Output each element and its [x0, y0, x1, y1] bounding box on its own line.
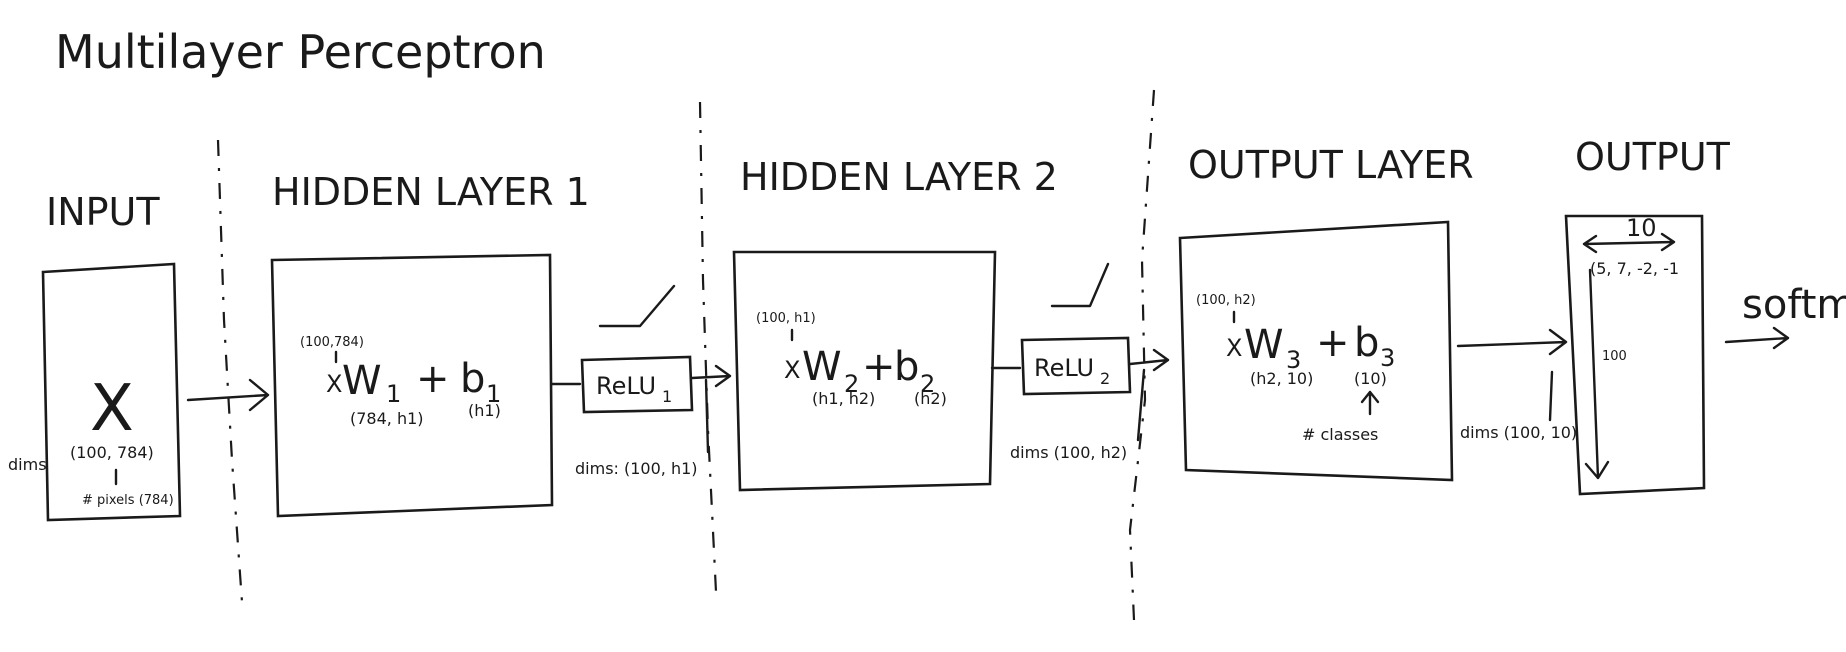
output-width-label: 10	[1626, 214, 1657, 242]
hidden1-b-dims: (h1)	[468, 401, 501, 420]
relu1-out-dims: dims: (100, h1)	[575, 459, 698, 478]
hidden2-box: (100, h1) X W 2 + b 2 (h1, h2) (h2)	[732, 250, 997, 492]
arrow-relu1-to-hidden2	[690, 364, 732, 388]
hidden1-header: HIDDEN LAYER 1	[272, 170, 590, 214]
hidden1-x-dims: (100,784)	[300, 335, 364, 350]
hidden1-plus: +	[416, 356, 450, 402]
relu1-box: ReLU 1	[580, 355, 694, 414]
separator-3	[1128, 89, 1156, 621]
relu1-sub: 1	[662, 387, 672, 406]
softmax-label: softmax	[1742, 282, 1846, 328]
arrow-output-layer-to-output	[1456, 328, 1568, 356]
input-dims: (100, 784)	[70, 443, 154, 462]
hidden2-w-sub: 2	[844, 370, 859, 398]
separator-1	[216, 139, 244, 603]
output-layer-w-dims: (h2, 10)	[1250, 369, 1313, 388]
hidden2-b: b	[894, 344, 919, 390]
hidden1-w: W	[342, 358, 382, 404]
output-layer-b-dims: (10)	[1354, 369, 1387, 388]
relu1-dims-tick	[704, 378, 710, 454]
output-layer-x: X	[1226, 334, 1242, 362]
arrow-to-softmax	[1724, 326, 1790, 350]
output-layer-box: (100, h2) X W 3 + b 3 (h2, 10) (10) # cl…	[1178, 220, 1454, 482]
relu2-out-dims: dims (100, h2)	[1010, 443, 1127, 462]
input-header: INPUT	[46, 190, 160, 234]
output-layer-out-dims: dims (100, 10)	[1460, 423, 1577, 442]
arrow-relu2-to-output-layer	[1128, 348, 1170, 372]
output-layer-w-sub: 3	[1286, 346, 1301, 374]
relu2-sub: 2	[1100, 369, 1110, 388]
input-dims-label: dims	[8, 455, 47, 474]
hidden1-w-dims: (784, h1)	[350, 409, 424, 428]
relu1-label: ReLU	[596, 372, 656, 400]
hidden1-w-sub: 1	[386, 380, 401, 408]
output-layer-x-dims: (100, h2)	[1196, 293, 1256, 308]
relu2-dims-tick	[1136, 368, 1146, 442]
output-layer-plus: +	[1316, 320, 1350, 366]
relu2-glyph	[1050, 262, 1110, 308]
input-box: X (100, 784) dims # pixels (784)	[8, 262, 182, 522]
input-note: # pixels (784)	[82, 493, 174, 508]
hidden2-w: W	[802, 344, 842, 390]
hidden2-plus: +	[862, 344, 896, 390]
hidden1-b: b	[460, 356, 485, 402]
output-row-values: (5, 7, -2, -1	[1590, 259, 1679, 278]
output-layer-dims-tick	[1548, 370, 1554, 422]
separator-2	[698, 101, 718, 593]
output-layer-header: OUTPUT LAYER	[1188, 143, 1474, 187]
relu2-box: ReLU 2	[1020, 336, 1132, 396]
hidden2-header: HIDDEN LAYER 2	[740, 155, 1058, 199]
relu1-glyph	[598, 284, 676, 328]
output-height-label: 100	[1602, 349, 1627, 364]
relu2-label: ReLU	[1034, 354, 1094, 382]
hidden1-b-sub: 1	[486, 380, 501, 408]
output-box: 10 (5, 7, -2, -1 100	[1564, 214, 1706, 496]
hidden2-w-dims: (h1, h2)	[812, 389, 875, 408]
output-layer-b-sub: 3	[1380, 344, 1395, 372]
hidden2-x-dims: (100, h1)	[756, 311, 816, 326]
hidden1-x: X	[326, 370, 342, 398]
hidden1-box: (100,784) X W 1 + b 1 (784, h1) (h1)	[270, 253, 554, 518]
arrow-input-to-hidden1	[186, 378, 270, 412]
hidden2-x: X	[784, 356, 800, 384]
output-layer-w: W	[1244, 322, 1284, 368]
output-layer-classes-note: # classes	[1302, 425, 1378, 444]
hidden2-b-dims: (h2)	[914, 389, 947, 408]
hidden2-b-sub: 2	[920, 370, 935, 398]
diagram-title: Multilayer Perceptron	[55, 25, 546, 79]
output-layer-b: b	[1354, 320, 1379, 366]
output-header: OUTPUT	[1575, 135, 1731, 179]
input-symbol: X	[90, 372, 134, 446]
